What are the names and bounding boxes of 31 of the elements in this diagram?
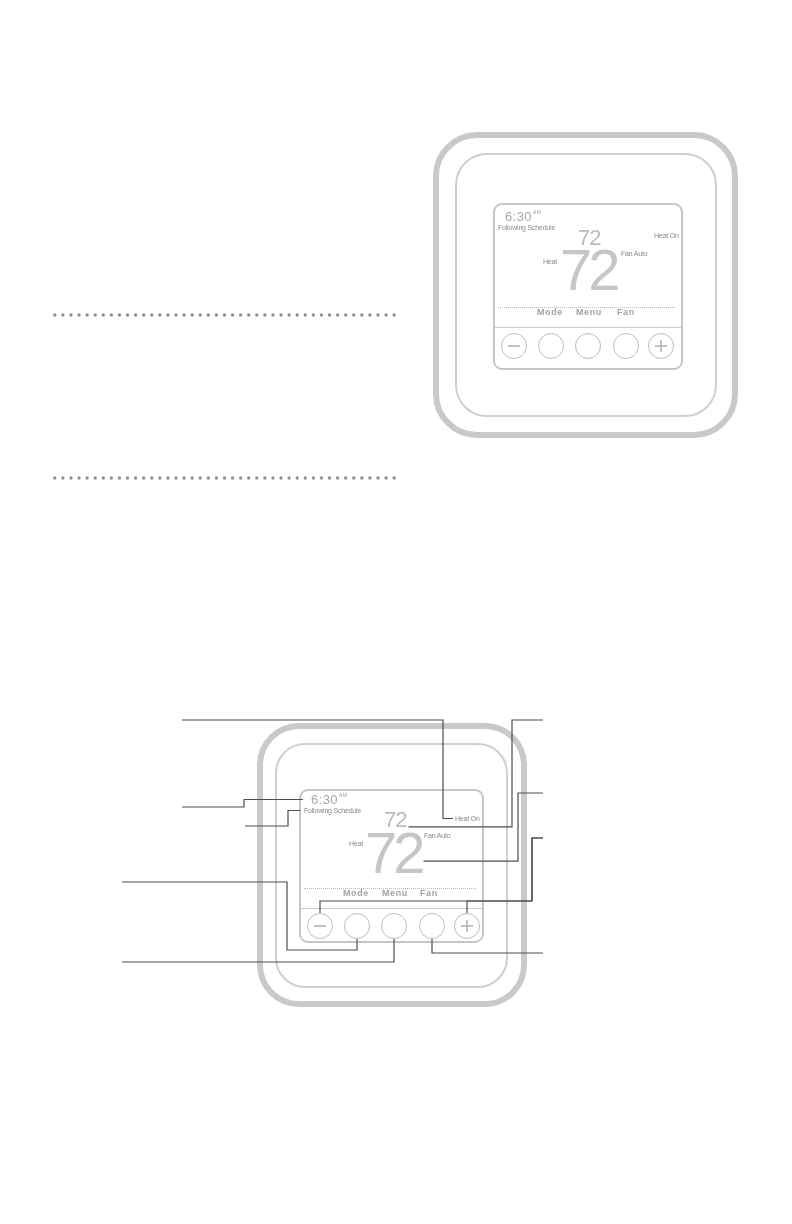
leader-line [407, 719, 544, 828]
leader-line [181, 719, 454, 820]
leader-line [121, 881, 358, 951]
leader-line [181, 798, 304, 808]
thermostat-button [381, 913, 407, 939]
thermostat-button [307, 913, 333, 939]
button-label: Menu [382, 889, 408, 898]
thermostat-button [344, 913, 370, 939]
button-label: Fan [617, 308, 635, 317]
thermostat-button [575, 333, 601, 359]
clock-time: 6:30$^{AM}$ [505, 210, 542, 223]
thermostat-button [454, 913, 480, 939]
thermostat-button [419, 913, 445, 939]
thermostat-button [501, 333, 527, 359]
thermostat-button [538, 333, 564, 359]
room-temperature: 72 [560, 247, 617, 294]
button-label: Menu [576, 308, 602, 317]
thermostat-button [613, 333, 639, 359]
button-label: Mode [537, 308, 563, 317]
leader-line [422, 792, 544, 862]
leader-line [244, 809, 301, 827]
setpoint-temperature: 72 [384, 811, 407, 829]
button-label: Mode [343, 889, 369, 898]
button-label: Fan [420, 889, 438, 898]
leader-line [431, 938, 544, 954]
thermostat-button [648, 333, 674, 359]
leader-line [466, 837, 544, 914]
setpoint-temperature: 72 [578, 229, 601, 247]
room-temperature: 72 [365, 830, 422, 877]
leader-line [121, 938, 395, 963]
clock-time: 6:30$^{AM}$ [311, 793, 348, 806]
